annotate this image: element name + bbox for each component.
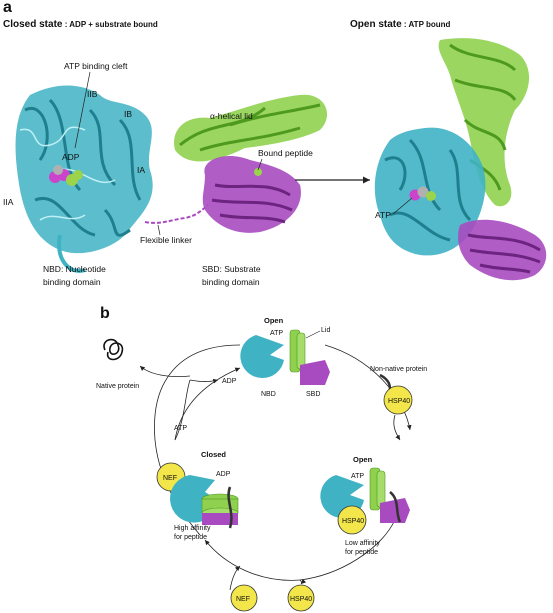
native-protein-glyph (103, 338, 124, 361)
iib-label: IIB (87, 89, 98, 99)
open-right-label: Open (353, 455, 373, 464)
open-top-label: Open (264, 316, 284, 325)
high-affinity-line2: for peptide (174, 534, 207, 541)
atp-binding-cleft-label: ATP binding cleft (64, 61, 128, 71)
open-state-title: Open state : ATP bound (350, 19, 451, 30)
panel-a-letter: a (3, 0, 12, 16)
sbd-caption-line1: SBD: Substrate (202, 264, 261, 274)
closed-state-title: Closed state : ADP + substrate bound (3, 19, 158, 30)
atp-right-label: ATP (351, 473, 364, 480)
hsp40-top-circle (383, 385, 413, 415)
closed-nbd-structure (15, 85, 153, 273)
ib-label: IB (124, 109, 132, 119)
nef-bound-label: NEF (163, 475, 177, 482)
closed-hsp70 (170, 475, 239, 529)
atp-top-label: ATP (270, 330, 283, 337)
hsp40-free-circle (287, 584, 315, 612)
native-protein-label: Native protein (96, 383, 139, 390)
lid-label: Lid (321, 327, 330, 334)
adp-closed-label: ADP (216, 471, 231, 478)
flexible-linker-label: Flexible linker (140, 235, 192, 245)
nbd-label: NBD (261, 391, 276, 398)
nbd-caption-line1: NBD: Nucleotide (43, 264, 106, 274)
adp-label: ADP (62, 152, 80, 162)
low-affinity-line1: Low affinity (345, 540, 380, 547)
open-state-structure (374, 38, 547, 281)
atp-in-label: ATP (174, 425, 187, 432)
atp-open-label: ATP (375, 210, 391, 220)
hsp40-free-label: HSP40 (290, 596, 312, 603)
iia-label: IIA (3, 197, 14, 207)
closed-label: Closed (201, 450, 226, 459)
hsp40-bound-label: HSP40 (342, 518, 364, 525)
right-open-hsp70 (320, 467, 410, 535)
alpha-helical-lid-label: α-helical lid (210, 111, 253, 121)
hsp40-top-label: HSP40 (388, 398, 410, 405)
sbd-caption-line2: binding domain (202, 277, 260, 287)
closed-sbd-structure (144, 94, 328, 233)
nef-free-circle (230, 584, 258, 612)
bound-peptide-label: Bound peptide (258, 148, 313, 158)
nbd-caption-line2: binding domain (43, 277, 101, 287)
top-open-hsp70 (240, 329, 330, 385)
sbd-label: SBD (306, 391, 320, 398)
panel-b-letter: b (100, 305, 110, 322)
ia-label: IA (137, 165, 145, 175)
high-affinity-line1: High affinity (174, 525, 211, 532)
adp-release-label: ADP (222, 378, 237, 385)
non-native-protein-label: Non-native protein (370, 366, 427, 373)
low-affinity-line2: for peptide (345, 549, 378, 556)
nef-free-label: NEF (236, 596, 250, 603)
